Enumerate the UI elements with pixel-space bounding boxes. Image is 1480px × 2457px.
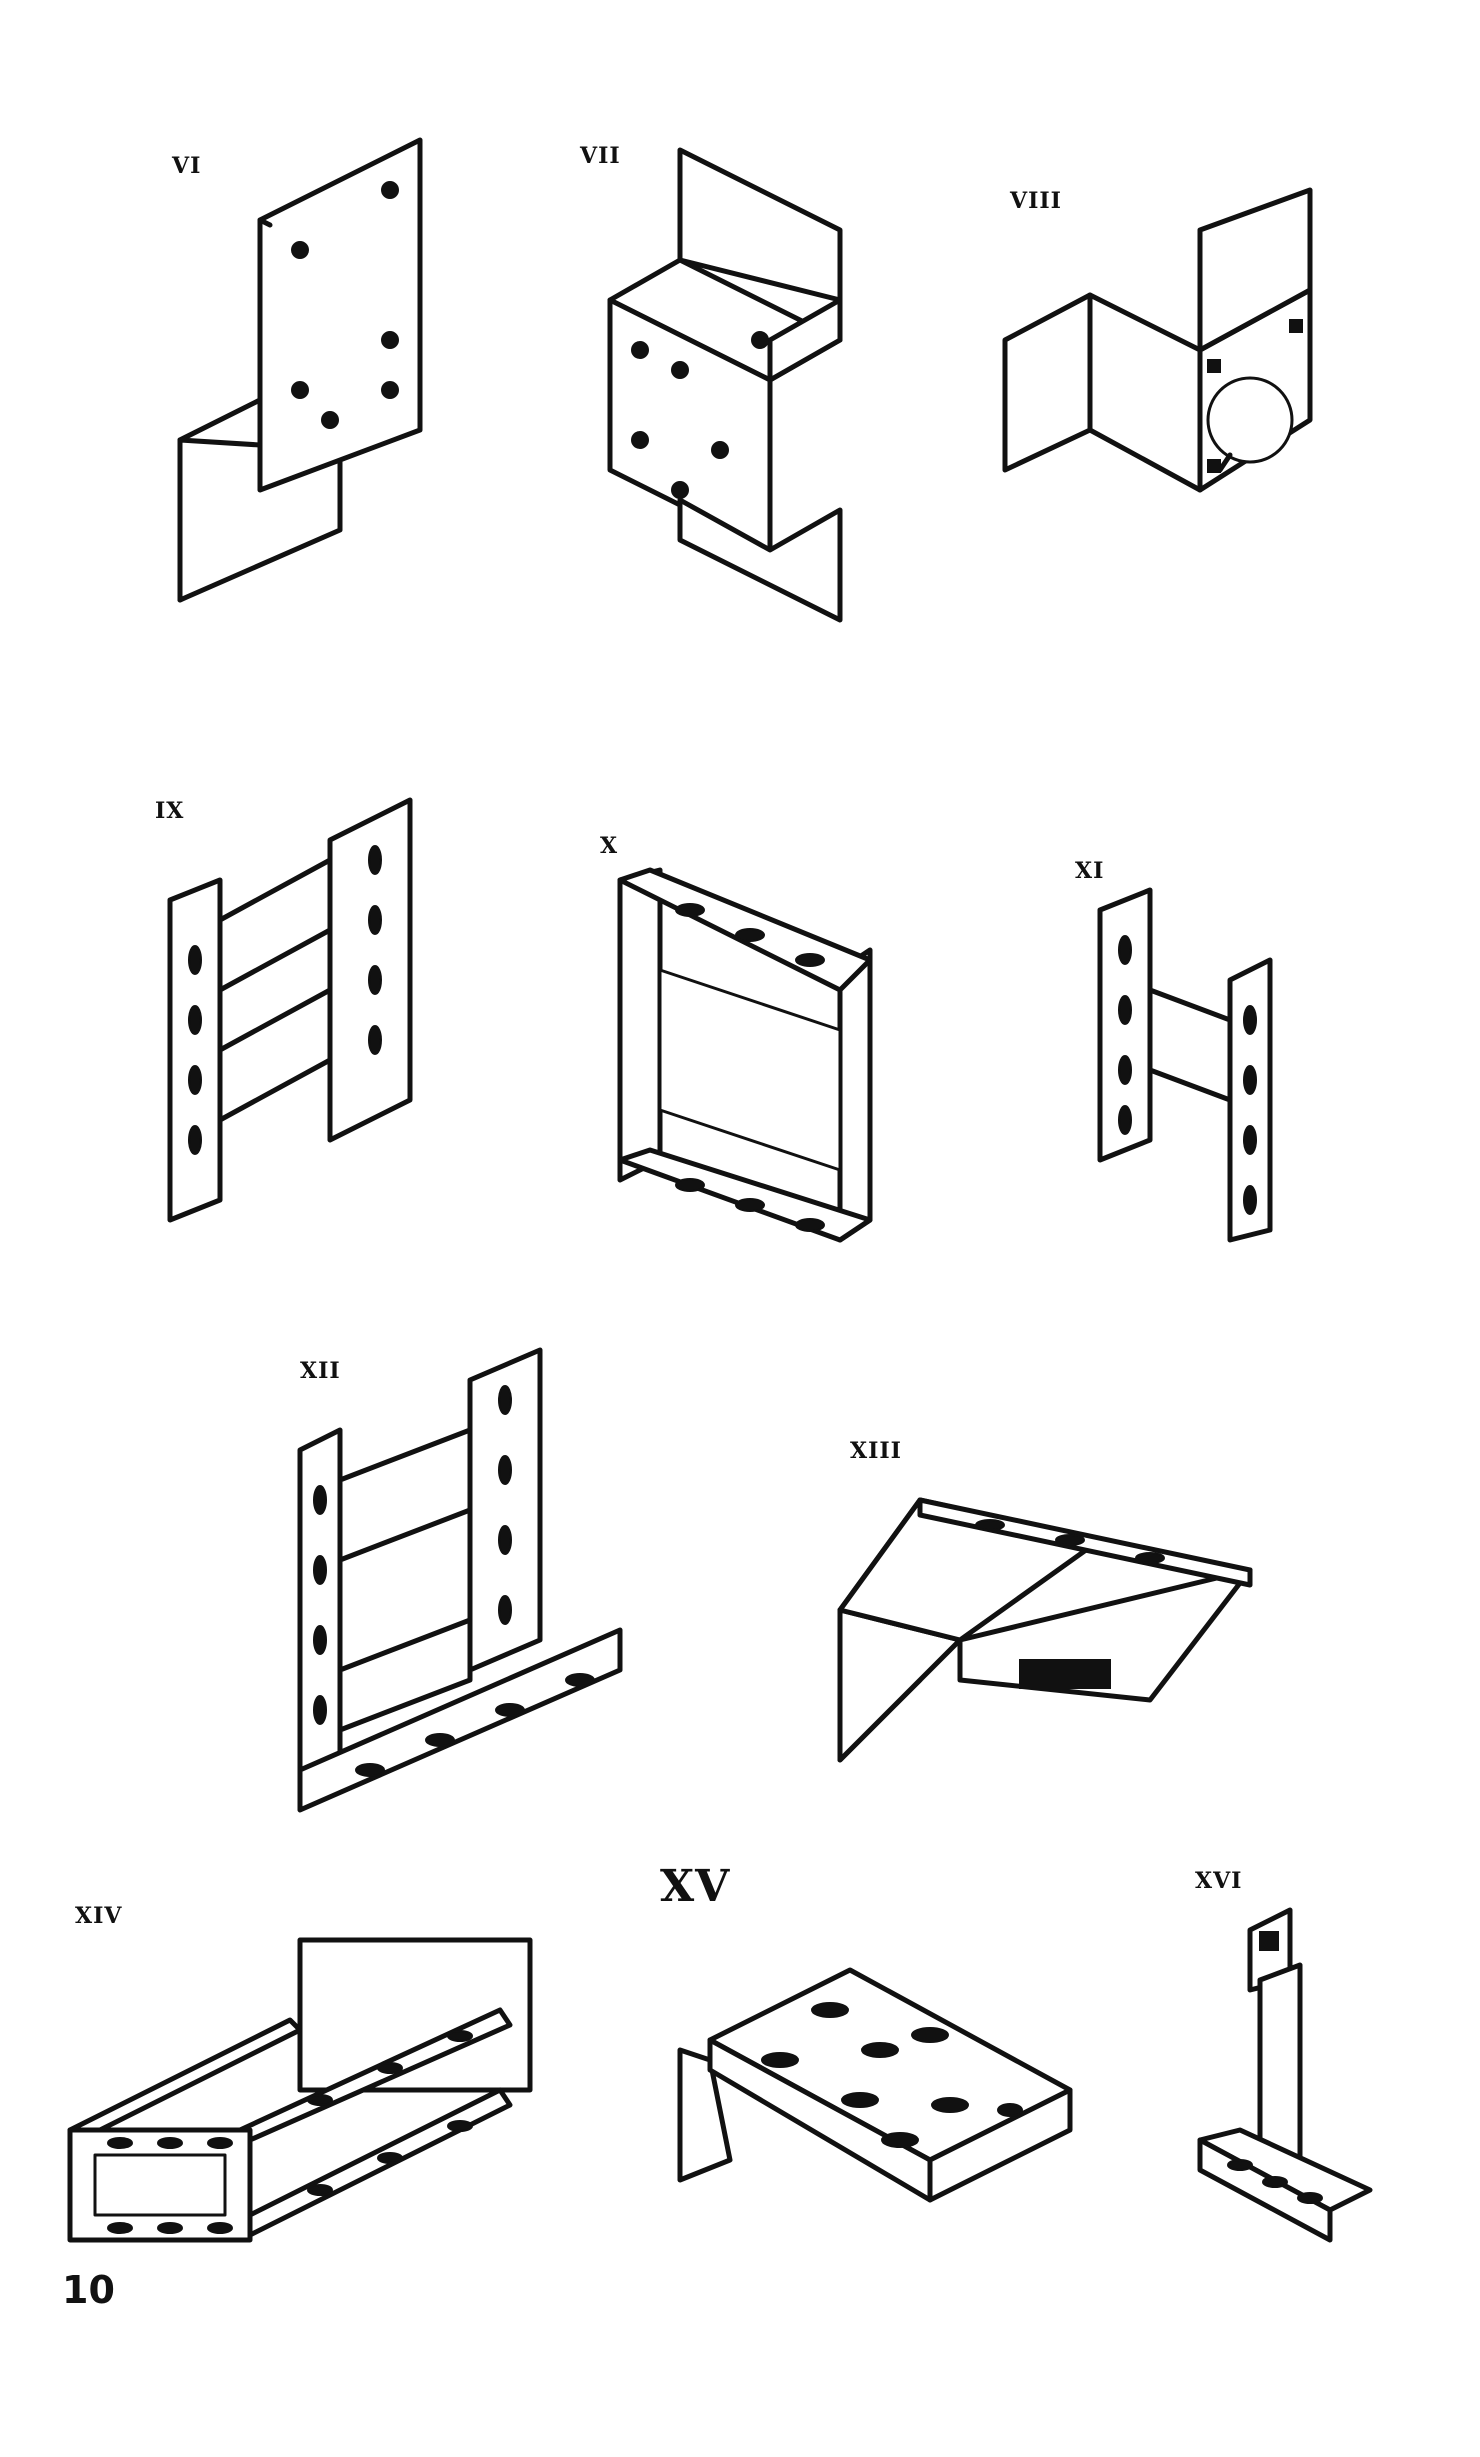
- figure-ix-drawing: [167, 797, 413, 1223]
- figure-label-ix: IX: [155, 798, 185, 824]
- figure-ix: IX: [150, 797, 450, 1250]
- figure-label-xv: XV: [660, 1861, 731, 1912]
- figure-xvi-drawing: [1197, 1907, 1373, 2243]
- figure-xi-drawing: [1097, 887, 1273, 1243]
- figure-xiv-drawing: [67, 1937, 533, 2243]
- figure-xvi: XVI: [1180, 1870, 1380, 2270]
- figure-xv: XV: [650, 1860, 1090, 2230]
- figure-xi: XI: [1070, 860, 1330, 1260]
- figure-label-xiii: XIII: [850, 1438, 902, 1464]
- figure-label-xii: XII: [300, 1358, 341, 1384]
- figure-label-xi: XI: [1075, 858, 1105, 884]
- figure-xv-drawing: [677, 1967, 1073, 2203]
- figure-xiii-drawing: [837, 1497, 1253, 1763]
- figure-label-viii: VIII: [1010, 188, 1062, 214]
- figure-xiv: XIV: [60, 1900, 560, 2250]
- figure-xii-drawing: [297, 1347, 623, 1813]
- page-number: 10: [62, 2268, 115, 2312]
- figure-vi-drawing: [177, 137, 423, 603]
- figure-label-xiv: XIV: [75, 1903, 123, 1929]
- figure-label-vi: VI: [172, 153, 202, 179]
- figure-x: X: [600, 830, 900, 1250]
- figure-xiii: XIII: [820, 1440, 1280, 1800]
- figure-vii-drawing: [607, 147, 843, 623]
- figure-vi: VI: [160, 130, 460, 630]
- figure-label-vii: VII: [580, 143, 621, 169]
- figure-label-xvi: XVI: [1195, 1868, 1243, 1894]
- figure-x-drawing: [617, 867, 873, 1243]
- figure-viii: VIII: [1000, 170, 1360, 500]
- figure-label-x: X: [600, 833, 619, 859]
- figure-vii: VII: [580, 140, 880, 640]
- figure-xii: XII: [290, 1340, 650, 1813]
- figure-viii-drawing: [1002, 187, 1313, 493]
